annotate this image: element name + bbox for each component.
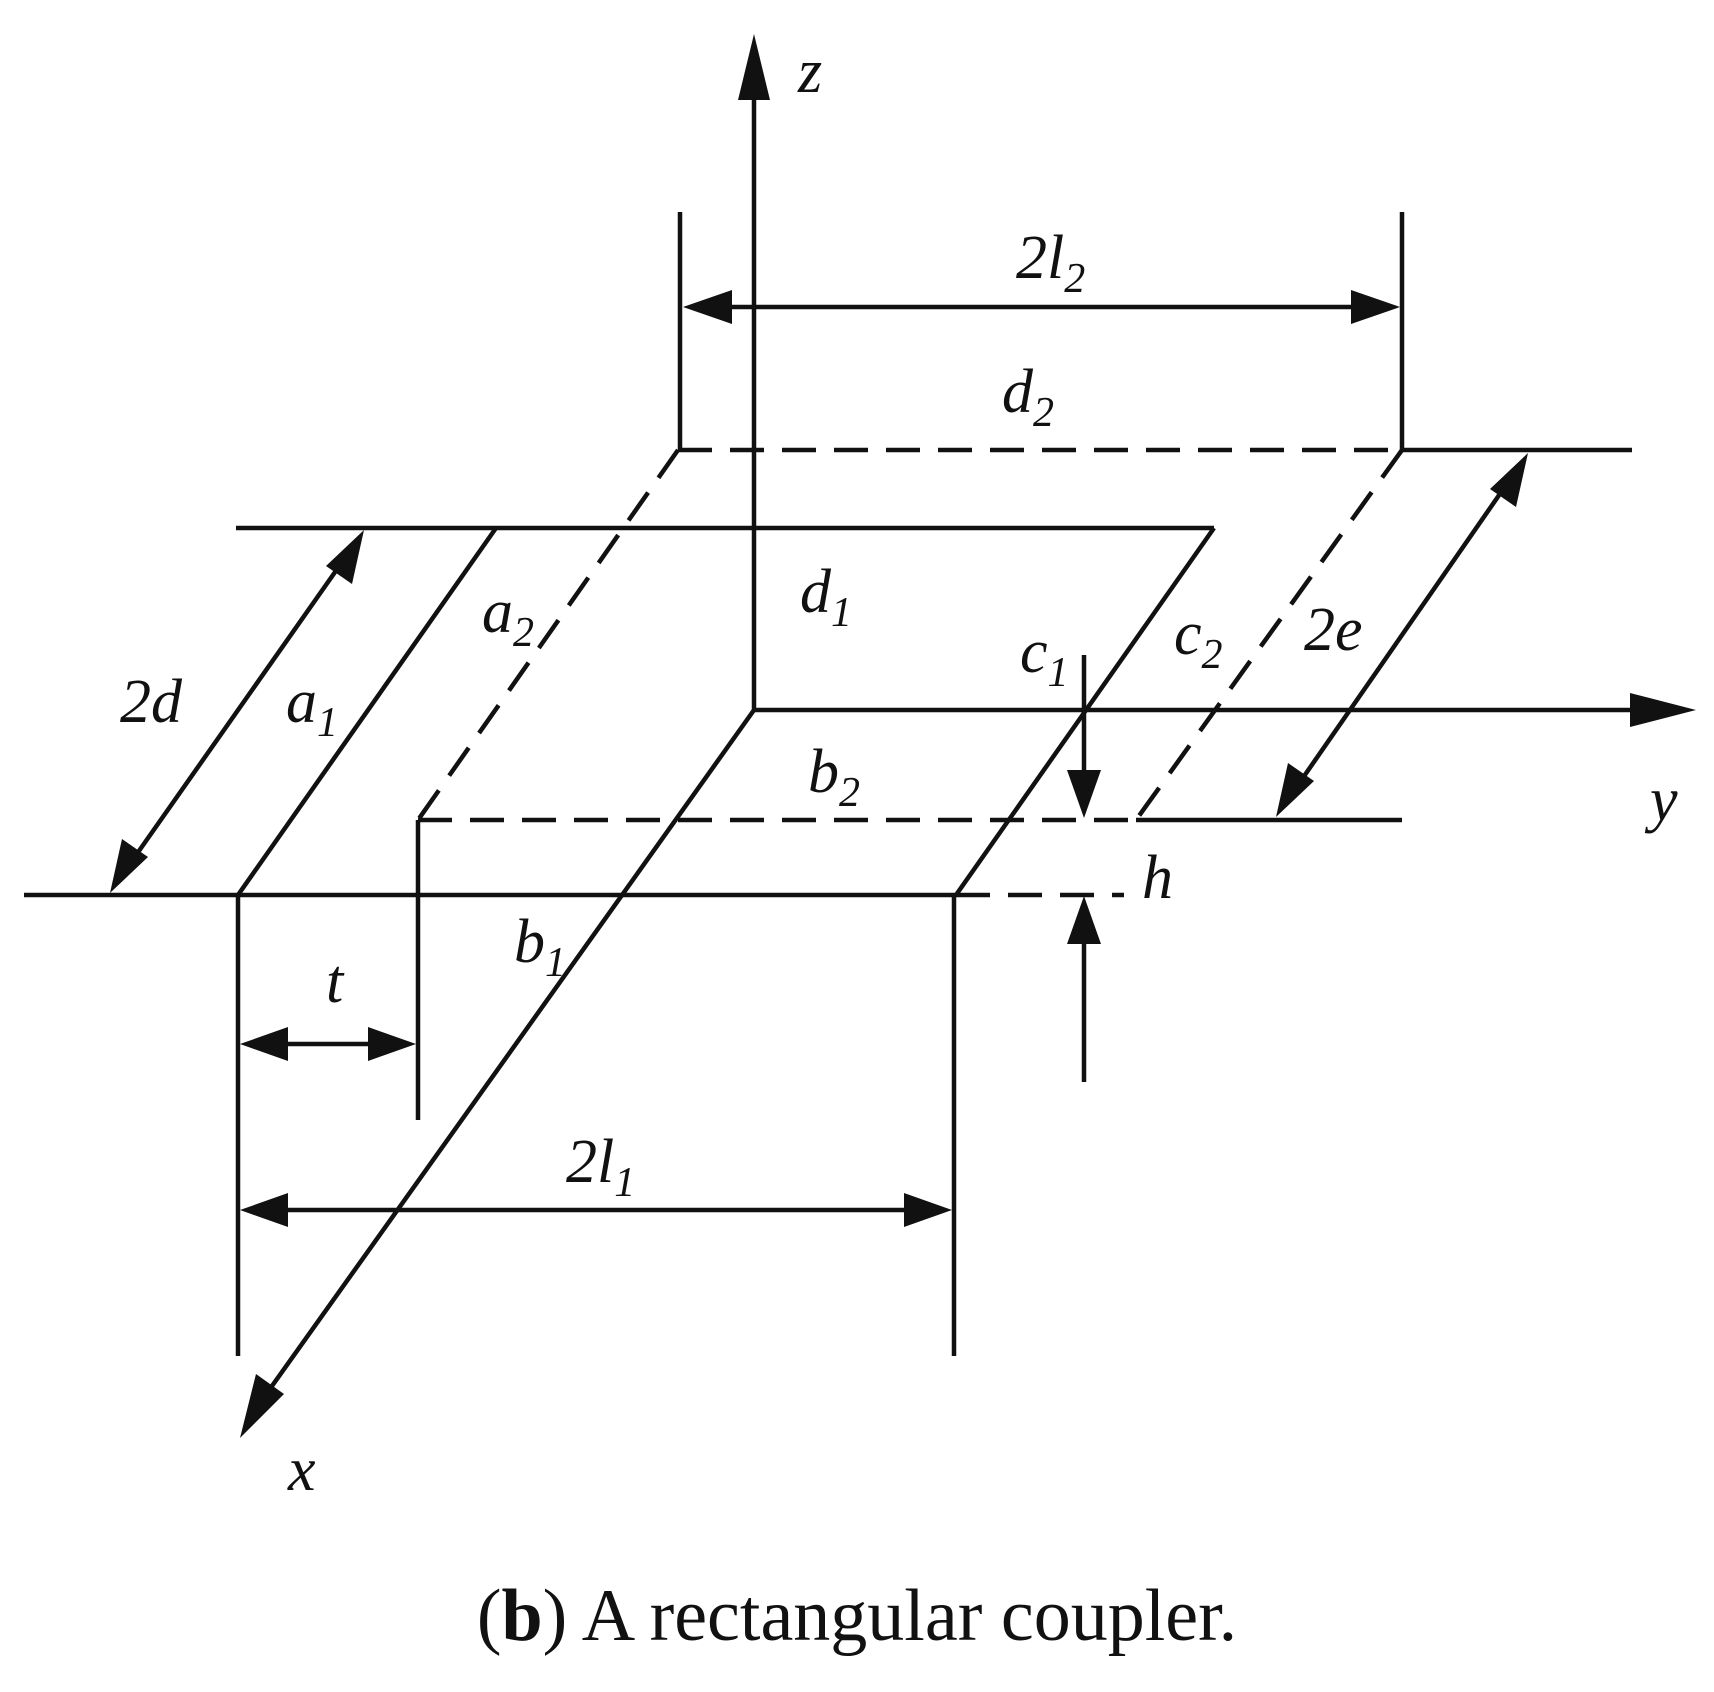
dimension-h-label: h <box>1142 844 1173 912</box>
dimension-2e-arrow <box>1276 453 1528 817</box>
axis-z <box>738 34 770 710</box>
axis-x <box>240 708 756 1438</box>
axis-y-label: y <box>1644 766 1678 834</box>
axis-y <box>754 693 1696 727</box>
dimension-t-label: t <box>326 948 345 1016</box>
dimension-2l1-arrow <box>240 1193 952 1227</box>
dimension-2l2-label: 2l2 <box>1016 224 1085 302</box>
edge-d2-label: d2 <box>1002 358 1054 436</box>
edge-d1-label: d1 <box>800 558 852 636</box>
dimension-2l2-arrow <box>683 290 1400 324</box>
extension-lines <box>235 212 1405 1356</box>
lower-plate <box>24 525 1216 898</box>
edge-b1-label: b1 <box>514 908 566 986</box>
axis-x-label: x <box>287 1436 316 1504</box>
edge-a1-label: a1 <box>286 668 338 746</box>
edge-b2-label: b2 <box>808 738 860 816</box>
edge-c1-label: c1 <box>1020 618 1069 696</box>
dimension-2l1-label: 2l1 <box>566 1128 635 1206</box>
dimension-2e-label: 2e <box>1304 596 1363 664</box>
dimension-t-arrow <box>240 1027 416 1061</box>
upper-plate <box>416 447 1632 823</box>
dimension-2d-arrow <box>110 530 364 893</box>
edge-a2-label: a2 <box>482 578 534 656</box>
axis-z-label: z <box>797 38 822 106</box>
dimension-2d-label: 2d <box>120 668 183 736</box>
figure-caption: (b) A rectangular coupler. <box>477 1575 1237 1657</box>
dimension-h-arrows <box>1067 748 1101 952</box>
edge-c2-label: c2 <box>1174 600 1223 678</box>
